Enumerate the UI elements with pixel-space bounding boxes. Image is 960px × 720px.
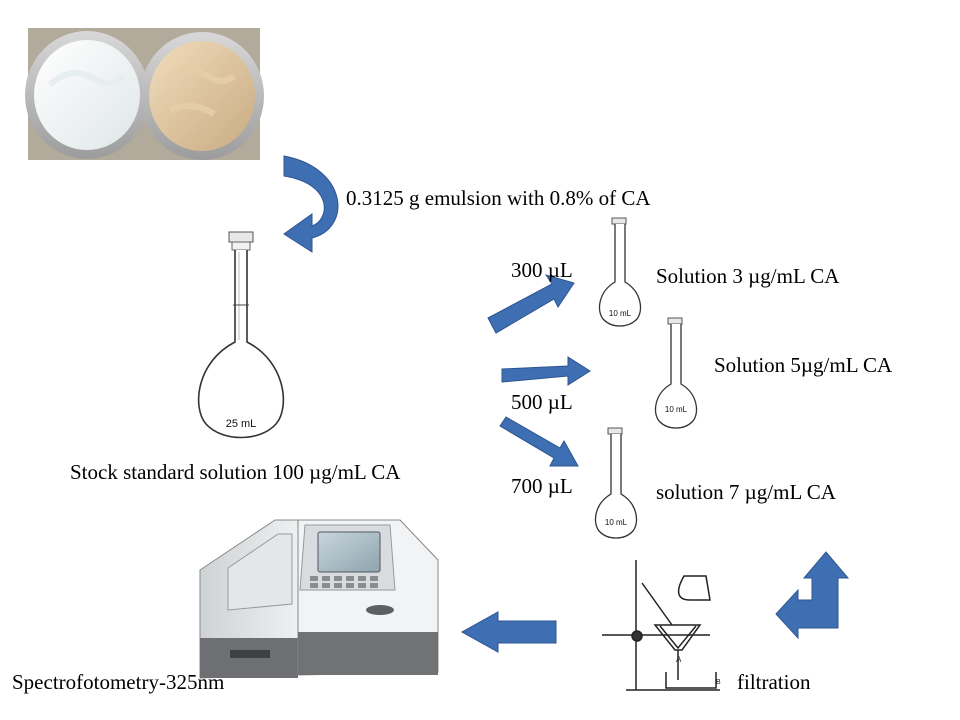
volume-500-label: 500 µL xyxy=(511,390,573,414)
filtration-setup-image: A B xyxy=(602,560,721,691)
solution-3-label: Solution 3 µg/mL CA xyxy=(656,264,840,288)
flask-small3-volume: 10 mL xyxy=(605,518,628,527)
cream-samples-photo xyxy=(25,28,264,160)
flask-large-volume: 25 mL xyxy=(226,418,257,430)
spectrophotometer-image xyxy=(199,519,439,679)
transfer-curved-arrow xyxy=(283,155,339,253)
volume-700-label: 700 µL xyxy=(511,474,573,498)
arrow-to-solution-3 xyxy=(487,274,575,334)
volumetric-flask-10ml-2: 10 mL xyxy=(654,317,698,429)
flask-small1-volume: 10 mL xyxy=(609,309,632,318)
arrow-to-solution-5 xyxy=(501,356,591,386)
volumetric-flask-25ml: 25 mL xyxy=(197,231,285,439)
arrow-to-spectrophotometer xyxy=(460,611,557,653)
arrow-filtration-corner xyxy=(775,551,850,640)
volumetric-flask-10ml-3: 10 mL xyxy=(594,427,638,539)
emulsion-label: 0.3125 g emulsion with 0.8% of CA xyxy=(346,186,651,210)
arrow-to-solution-7 xyxy=(499,416,579,467)
volumetric-flask-10ml-1: 10 mL xyxy=(598,217,642,327)
funnel-label-b: B xyxy=(716,679,721,686)
funnel-label-a: A xyxy=(676,655,682,664)
stock-solution-label: Stock standard solution 100 µg/mL CA xyxy=(70,460,401,484)
solution-5-label: Solution 5µg/mL CA xyxy=(714,353,893,377)
spectrophotometry-label: Spectrofotometry-325nm xyxy=(12,670,225,694)
volume-300-label: 300 µL xyxy=(511,258,573,282)
flask-small2-volume: 10 mL xyxy=(665,405,688,414)
solution-7-label: solution 7 µg/mL CA xyxy=(656,480,836,504)
filtration-label: filtration xyxy=(737,670,811,694)
